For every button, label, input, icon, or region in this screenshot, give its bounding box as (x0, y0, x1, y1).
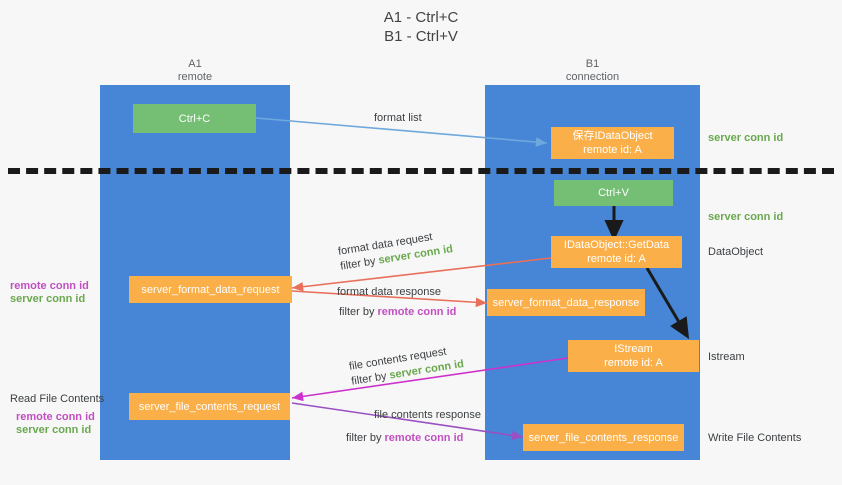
edge-label-prefix: filter by (339, 306, 378, 318)
note-left-remote-conn-id-format: remote conn id (10, 280, 89, 292)
edge-label-prefix: filter by (346, 432, 385, 444)
note-left-remote-conn-id-file: remote conn id (16, 411, 95, 423)
phase-divider (8, 168, 834, 174)
note-left-read-file-contents: Read File Contents (10, 393, 105, 405)
note-left-server-conn-id-file: server conn id (16, 424, 92, 436)
edge-label-line1: format data response (337, 286, 441, 298)
box-server-file-contents-response[interactable]: server_file_contents_response (523, 424, 684, 451)
column-header-b1: B1 connection (565, 58, 620, 83)
note-right-write-file-contents: Write File Contents (708, 432, 802, 444)
box-server-format-data-request[interactable]: server_format_data_request (129, 276, 292, 303)
column-header-a1: A1 remote (177, 58, 213, 83)
edge-label-line1: file contents response (374, 409, 482, 421)
edge-label-conn-id: remote conn id (384, 432, 464, 444)
edge-label-conn-id: remote conn id (377, 306, 457, 318)
note-left-server-conn-id-format: server conn id (10, 293, 86, 305)
note-right-dataobject: DataObject (708, 246, 764, 258)
note-right-server-conn-id-paste: server conn id (708, 211, 784, 223)
box-server-file-contents-request[interactable]: server_file_contents_request (129, 393, 290, 420)
edge-label-line2: filter by remote conn id (339, 305, 456, 320)
edge-label-file-contents-request: file contents request filter by server c… (348, 346, 465, 390)
edge-label-file-contents-response: file contents response filter by remote … (346, 408, 481, 446)
edge-label-format-list: format list (374, 112, 422, 124)
edge-label-line2: filter by remote conn id (346, 431, 481, 446)
edge-label-format-data-response: format data response filter by remote co… (337, 285, 456, 320)
box-server-format-data-response[interactable]: server_format_data_response (487, 289, 645, 316)
page-title: A1 - Ctrl+C B1 - Ctrl+V (383, 9, 459, 45)
box-ctrl-v[interactable]: Ctrl+V (554, 180, 673, 206)
edge-label-format-data-request: format data request filter by server con… (337, 231, 454, 275)
box-ctrl-c[interactable]: Ctrl+C (133, 104, 256, 133)
box-idataobject-getdata[interactable]: IDataObject::GetData remote id: A (551, 236, 682, 268)
box-istream[interactable]: IStream remote id: A (568, 340, 699, 372)
note-right-server-conn-id-copy: server conn id (708, 132, 784, 144)
box-set-dataobject[interactable]: 保存IDataObject remote id: A (551, 127, 674, 159)
note-right-istream: Istream (708, 351, 745, 363)
